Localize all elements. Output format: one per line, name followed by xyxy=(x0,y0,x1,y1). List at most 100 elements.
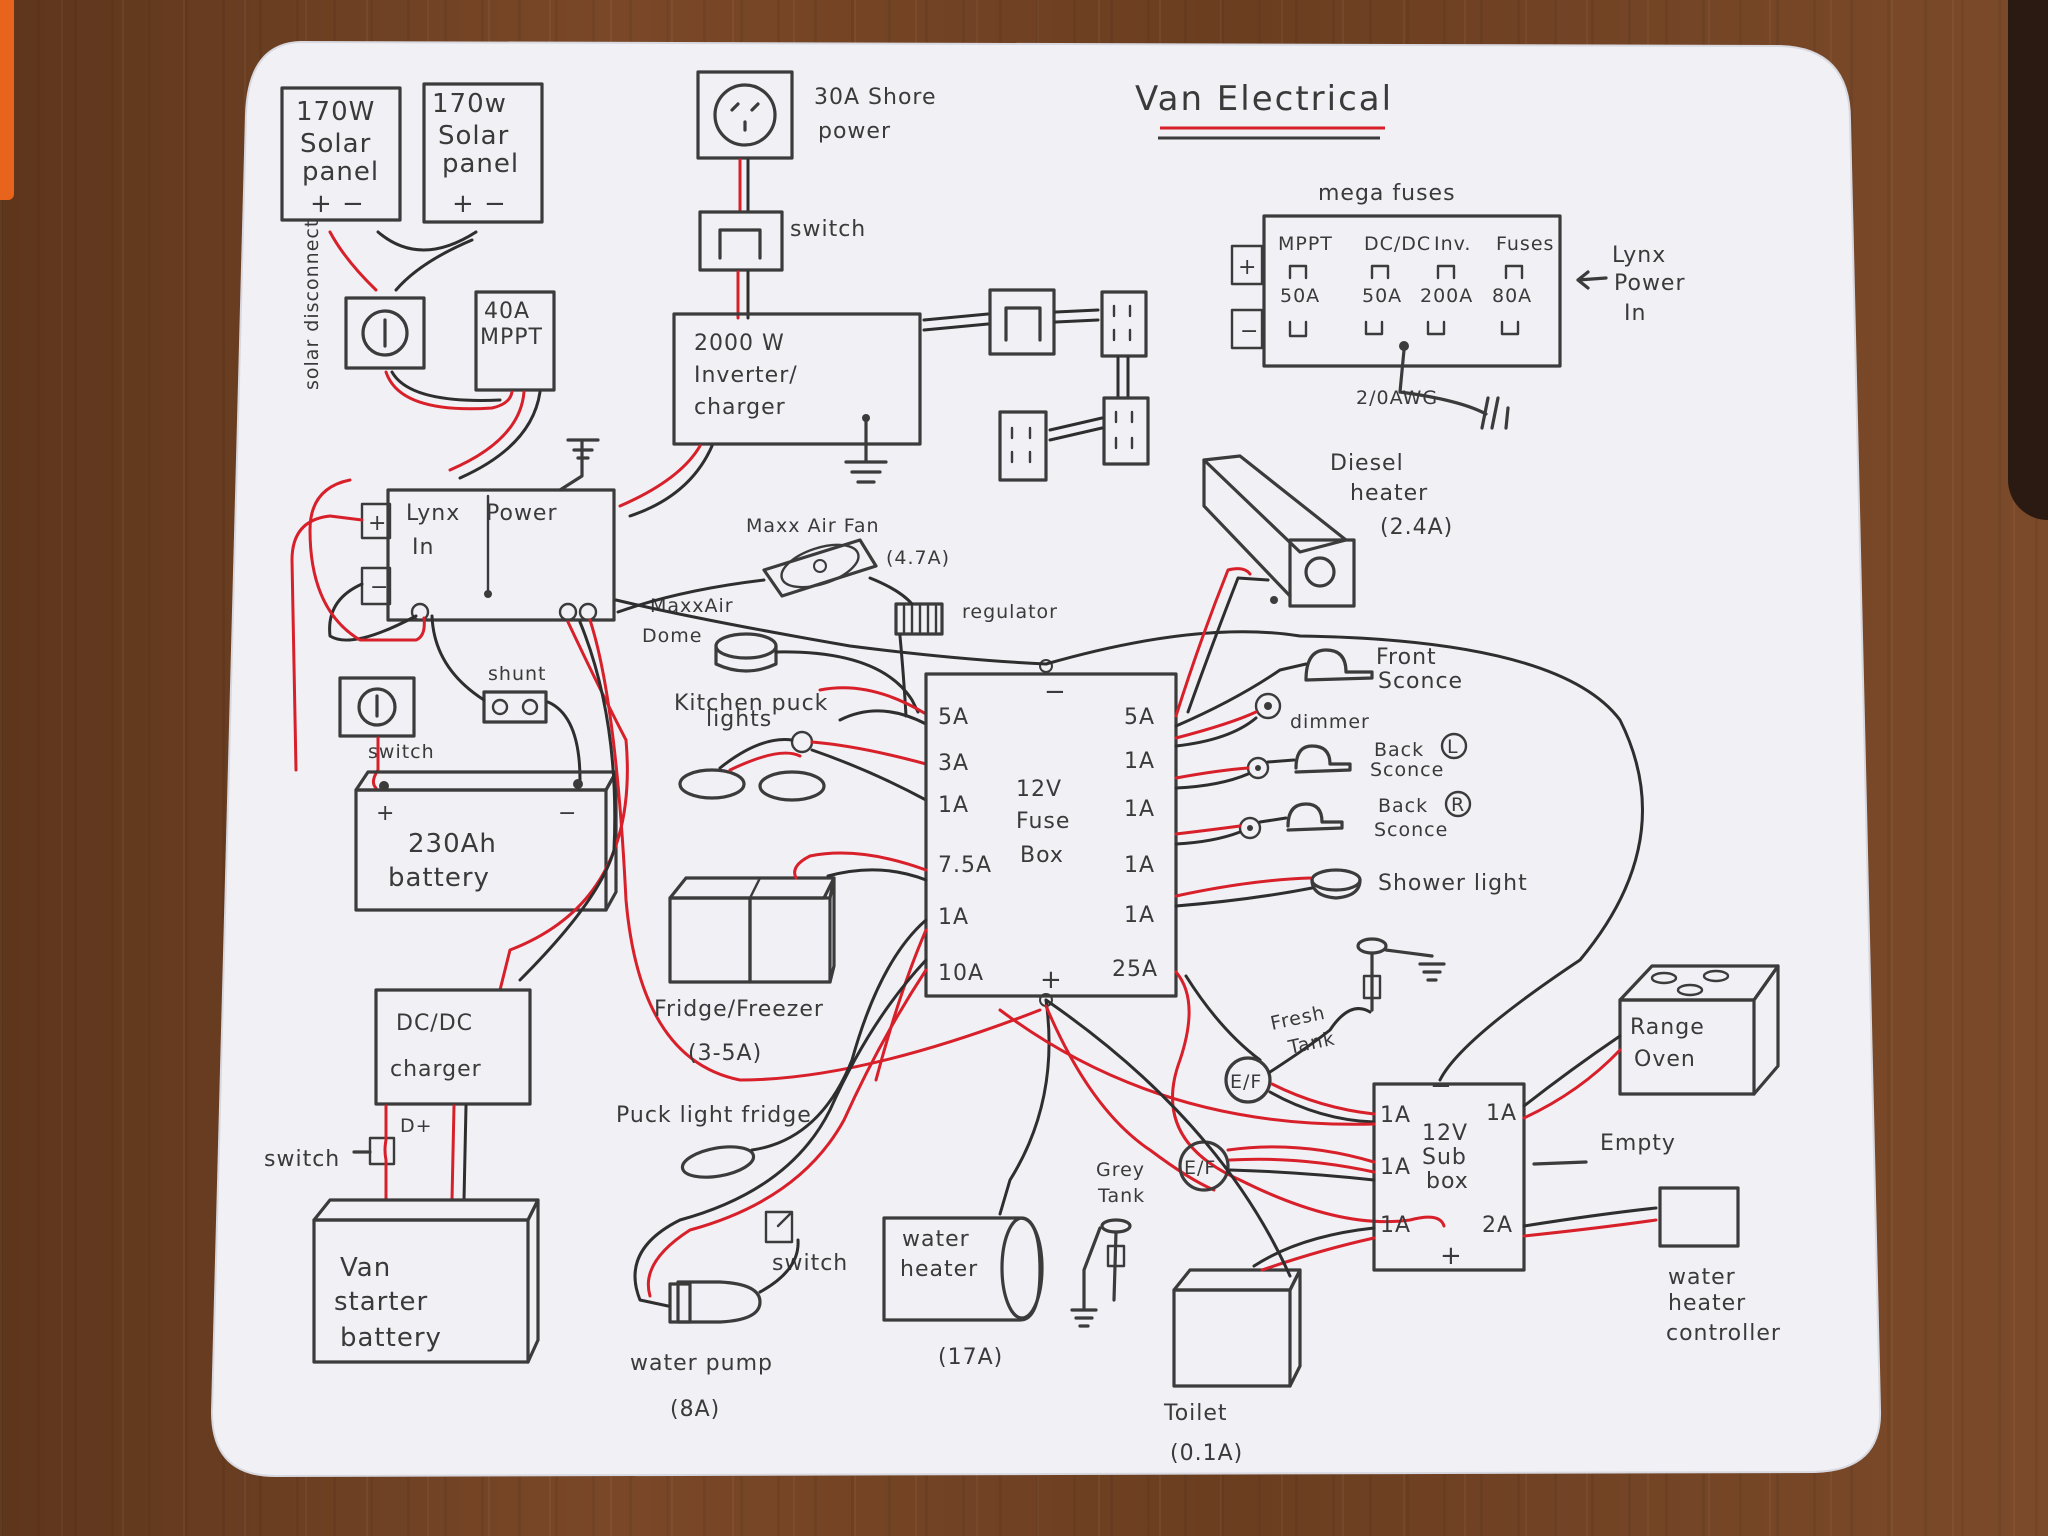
svg-text:50A: 50A xyxy=(1362,285,1402,307)
fuse-box-12v: − + 12V Fuse Box 5A 3A 1A 7.5A 1A 10A 5A… xyxy=(924,659,1178,1007)
ac-outlet-1 xyxy=(1100,290,1148,358)
diesel-heater: Diesel heater (2.4A) xyxy=(1202,451,1452,608)
svg-text:5A: 5A xyxy=(1124,705,1155,730)
svg-text:Power: Power xyxy=(1614,271,1686,296)
svg-text:MPPT: MPPT xyxy=(1278,233,1333,255)
svg-text:switch: switch xyxy=(264,1147,340,1172)
svg-text:D+: D+ xyxy=(400,1115,433,1137)
battery-switch: switch xyxy=(338,676,435,763)
svg-text:1A: 1A xyxy=(1486,1101,1517,1126)
svg-text:In: In xyxy=(412,535,434,560)
svg-text:DC/DC: DC/DC xyxy=(1364,233,1431,255)
svg-text:+: + xyxy=(376,801,395,826)
svg-text:battery: battery xyxy=(388,863,490,893)
orange-object xyxy=(0,0,14,200)
svg-text:switch: switch xyxy=(368,741,435,763)
toilet: Toilet (0.1A) xyxy=(1163,1268,1302,1466)
svg-text:L: L xyxy=(1447,736,1459,758)
svg-text:Box: Box xyxy=(1020,843,1064,868)
svg-text:200A: 200A xyxy=(1420,285,1473,307)
svg-text:Van: Van xyxy=(340,1253,391,1283)
svg-text:Solar: Solar xyxy=(300,129,371,159)
inverter-charger: 2000 W Inverter/ charger xyxy=(672,312,922,484)
shore-switch: switch xyxy=(698,210,865,272)
svg-text:1A: 1A xyxy=(1124,749,1155,774)
svg-text:(4.7A): (4.7A) xyxy=(886,547,950,569)
svg-text:+: + xyxy=(1440,1241,1463,1271)
svg-text:Fridge/Freezer: Fridge/Freezer xyxy=(654,997,824,1022)
svg-text:heater: heater xyxy=(1668,1291,1746,1316)
mega-fuse-block: mega fuses + − MPPT DC/DC Inv. Fuses 50A… xyxy=(1230,181,1686,430)
svg-text:solar disconnect: solar disconnect xyxy=(301,219,323,390)
svg-text:1A: 1A xyxy=(1380,1155,1411,1180)
ac-outlet-3 xyxy=(998,410,1048,482)
paper-sheet xyxy=(210,40,1882,1478)
svg-text:charger: charger xyxy=(390,1057,482,1082)
svg-text:Kitchen puck: Kitchen puck xyxy=(674,691,828,716)
svg-text:Lynx: Lynx xyxy=(1612,243,1666,268)
svg-text:water: water xyxy=(902,1227,970,1252)
svg-text:charger: charger xyxy=(694,395,786,420)
svg-text:Back: Back xyxy=(1374,739,1424,761)
svg-text:1A: 1A xyxy=(1380,1103,1411,1128)
svg-text:Fuses: Fuses xyxy=(1496,233,1554,255)
svg-text:Back: Back xyxy=(1378,795,1428,817)
svg-text:1A: 1A xyxy=(1380,1213,1411,1238)
empty-circuit: Empty xyxy=(1532,1131,1676,1166)
ac-outlet-2 xyxy=(1102,396,1150,466)
dimmer: dimmer xyxy=(1254,692,1369,733)
svg-text:Shower light: Shower light xyxy=(1378,871,1528,896)
svg-text:Range: Range xyxy=(1630,1015,1705,1040)
back-sconce-right: Back Sconce R xyxy=(1238,790,1472,841)
diagram-title: Van Electrical xyxy=(1135,79,1393,119)
dark-object xyxy=(2008,0,2048,520)
lynx-power-in: + − Lynx Power In xyxy=(360,488,616,622)
shore-power-outlet: 30A Shore power xyxy=(696,70,936,160)
dcdc-charger: DC/DC charger D+ switch xyxy=(264,988,532,1172)
svg-text:(8A): (8A) xyxy=(670,1397,720,1422)
svg-text:1A: 1A xyxy=(1124,797,1155,822)
svg-text:2000 W: 2000 W xyxy=(694,331,785,356)
svg-text:3A: 3A xyxy=(938,751,969,776)
svg-text:−: − xyxy=(1240,319,1259,344)
fridge-freezer: Fridge/Freezer (3-5A) xyxy=(654,876,836,1066)
svg-text:Sub: Sub xyxy=(1422,1145,1467,1170)
svg-text:Puck light fridge: Puck light fridge xyxy=(616,1103,812,1128)
svg-text:50A: 50A xyxy=(1280,285,1320,307)
water-pump: water pump (8A) xyxy=(630,1280,772,1422)
svg-text:Tank: Tank xyxy=(1097,1185,1145,1207)
svg-text:80A: 80A xyxy=(1492,285,1532,307)
front-sconce: Front Sconce xyxy=(1304,645,1463,694)
svg-text:−: − xyxy=(558,801,577,826)
svg-text:(3-5A): (3-5A) xyxy=(688,1041,762,1066)
svg-text:Sconce: Sconce xyxy=(1374,819,1448,841)
svg-text:MPPT: MPPT xyxy=(480,325,543,350)
svg-text:1A: 1A xyxy=(938,905,969,930)
svg-text:Front: Front xyxy=(1376,645,1437,670)
solar-panel-2: 170w Solar panel + − xyxy=(422,82,544,224)
mppt-controller: 40A MPPT xyxy=(474,290,556,392)
svg-text:230Ah: 230Ah xyxy=(408,829,497,859)
svg-text:Sconce: Sconce xyxy=(1378,669,1463,694)
svg-text:Diesel: Diesel xyxy=(1330,451,1404,476)
svg-text:2/0AWG: 2/0AWG xyxy=(1356,387,1438,409)
svg-text:controller: controller xyxy=(1666,1321,1781,1346)
svg-text:water: water xyxy=(1668,1265,1736,1290)
svg-text:7.5A: 7.5A xyxy=(938,853,992,878)
svg-text:170w: 170w xyxy=(432,89,507,119)
svg-text:panel: panel xyxy=(302,157,379,187)
svg-text:starter: starter xyxy=(334,1287,428,1317)
back-sconce-left: Back Sconce L xyxy=(1246,732,1468,781)
svg-text:25A: 25A xyxy=(1112,957,1158,982)
svg-text:−: − xyxy=(370,575,389,600)
svg-text:5A: 5A xyxy=(938,705,969,730)
puck-light-fridge: Puck light fridge xyxy=(616,1103,812,1179)
svg-text:Empty: Empty xyxy=(1600,1131,1676,1156)
svg-text:Grey: Grey xyxy=(1096,1159,1145,1181)
shunt: shunt xyxy=(482,663,548,724)
svg-text:In: In xyxy=(1624,301,1646,326)
svg-text:2A: 2A xyxy=(1482,1213,1513,1238)
svg-text:battery: battery xyxy=(340,1323,442,1353)
sub-box-12v: − + 12V Sub box 1A 1A 1A 1A 2A xyxy=(1372,1071,1526,1272)
maxxair-dome xyxy=(714,632,778,673)
